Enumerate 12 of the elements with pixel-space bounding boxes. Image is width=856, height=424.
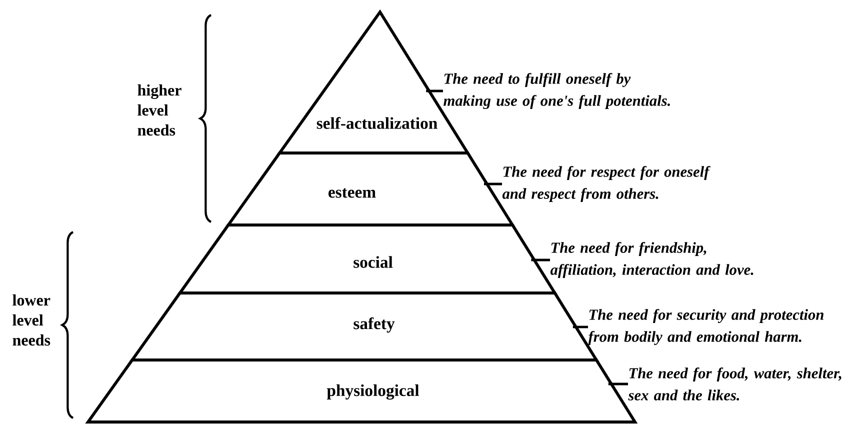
leader-line <box>484 182 502 186</box>
leader-line <box>531 258 550 262</box>
leader-line <box>572 326 588 328</box>
description-text: The need for food, water, shelter, sex and the likes. <box>628 368 842 400</box>
description-text: The need for friendship, affiliation, interaction and love. <box>550 242 754 278</box>
group-label: lower level needs <box>12 294 50 346</box>
description-text: The need for respect for oneself and respect from others. <box>502 166 710 202</box>
group-label: higher level needs <box>138 84 182 136</box>
leader-line <box>608 382 628 386</box>
description-text: The need for security and protection from bodily and emotional harm. <box>588 308 824 346</box>
description-text: The need to fulfill oneself by making use of one's full potentials. <box>444 72 670 110</box>
leader-line <box>426 90 443 92</box>
